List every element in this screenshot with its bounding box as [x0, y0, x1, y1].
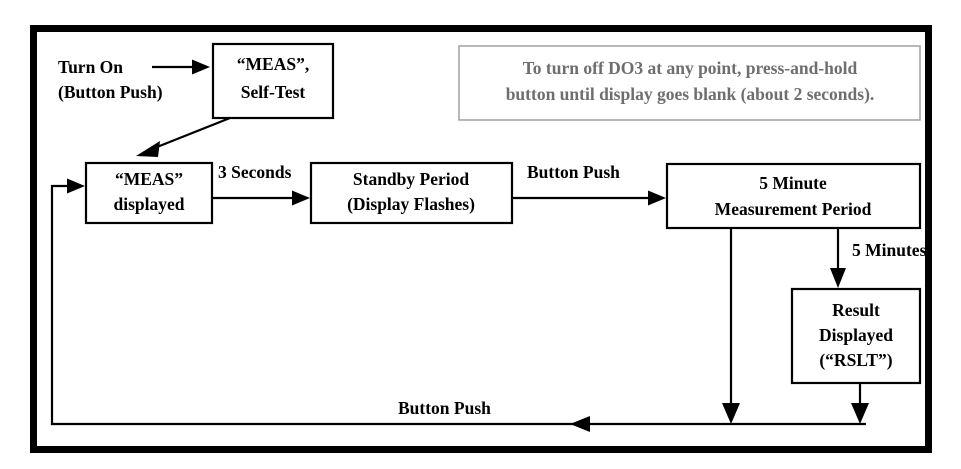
meas-displayed-line-1: “MEAS”: [115, 169, 183, 189]
note-line-2: button until display goes blank (about 2…: [506, 84, 875, 104]
edge-result-to-return-bus: [851, 383, 869, 424]
node-result-displayed: Result Displayed (“RSLT”): [790, 287, 922, 385]
arrow-head-turn-on: [192, 59, 210, 75]
edge-self-test-to-meas: [136, 116, 231, 157]
edge-label-five-minutes: 5 Minutes: [852, 240, 927, 260]
edge-return-bus: Button Push: [50, 178, 866, 432]
outer-frame: [30, 25, 932, 453]
node-turn-on: Turn On (Button Push): [58, 57, 163, 102]
edge-standby-to-measurement: Button Push: [513, 162, 666, 206]
meas-self-test-box: [211, 42, 335, 120]
meas-self-test-line-2: Self-Test: [241, 82, 306, 102]
note-box-border: [458, 45, 921, 121]
arrow-head-standby-measurement: [648, 190, 666, 206]
arrow-head-meas-standby: [292, 190, 310, 206]
edge-self-test-line: [151, 116, 231, 151]
arrow-head-measurement-result: [830, 268, 846, 288]
edge-meas-to-standby: 3 Seconds: [213, 162, 310, 206]
edge-measurement-to-return-bus: [722, 228, 740, 424]
arrow-head-measurement-return: [722, 403, 740, 424]
return-bus-path: [50, 184, 866, 426]
turn-on-line-1: Turn On: [58, 57, 123, 77]
result-displayed-line-3: (“RSLT”): [819, 350, 892, 370]
note-line-1: To turn off DO3 at any point, press-and-…: [523, 58, 858, 78]
meas-displayed-line-2: displayed: [114, 194, 185, 214]
arrow-head-result-return: [851, 403, 869, 424]
node-meas-self-test: “MEAS”, Self-Test: [211, 42, 335, 120]
arrow-head-self-test: [136, 141, 160, 157]
edge-measurement-to-result: 5 Minutes: [830, 228, 927, 288]
measurement-period-box: [665, 162, 922, 230]
standby-period-line-2: (Display Flashes): [347, 194, 475, 214]
meas-displayed-box: [84, 161, 214, 225]
standby-period-box: [309, 161, 514, 225]
node-measurement-period: 5 Minute Measurement Period: [665, 162, 922, 230]
arrow-head-return-into-meas: [67, 178, 85, 194]
measurement-period-line-2: Measurement Period: [715, 199, 872, 219]
meas-self-test-line-1: “MEAS”,: [237, 54, 309, 74]
result-displayed-box: [790, 287, 922, 385]
edge-turn-on-to-self-test: [152, 59, 210, 75]
edge-label-button-push-bottom: Button Push: [398, 398, 491, 418]
node-standby-period: Standby Period (Display Flashes): [309, 161, 514, 225]
node-meas-displayed: “MEAS” displayed: [84, 161, 214, 225]
arrow-head-return-bus-left: [570, 416, 590, 432]
turn-on-line-2: (Button Push): [58, 82, 163, 102]
note-box: To turn off DO3 at any point, press-and-…: [458, 45, 921, 121]
edge-label-button-push-top: Button Push: [527, 162, 620, 182]
edge-label-three-seconds: 3 Seconds: [218, 162, 292, 182]
result-displayed-line-1: Result: [832, 300, 880, 320]
measurement-period-line-1: 5 Minute: [759, 173, 827, 193]
standby-period-line-1: Standby Period: [353, 169, 469, 189]
result-displayed-line-2: Displayed: [819, 325, 893, 345]
